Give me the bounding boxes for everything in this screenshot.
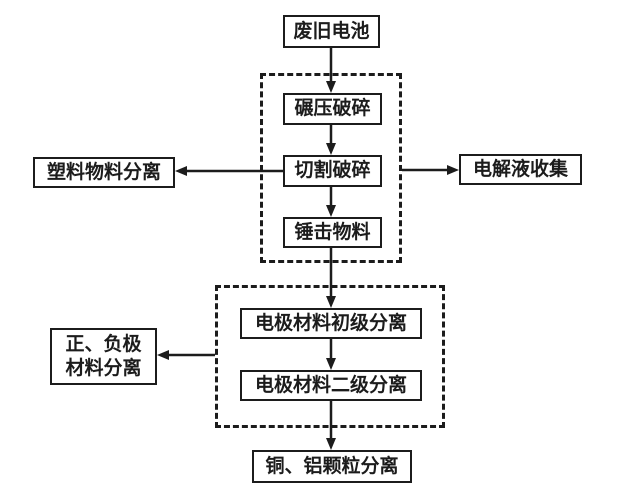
arrow-waste-to-roll (326, 48, 336, 93)
node-electrode-primary-separation: 电极材料初级分离 (240, 308, 422, 339)
arrow-primary-to-secondary (326, 339, 336, 370)
node-pos-neg-line2: 材料分离 (65, 357, 142, 379)
node-electrode-secondary-separation: 电极材料二级分离 (240, 370, 422, 401)
node-electrolyte-collection: 电解液收集 (459, 154, 582, 185)
arrow-secondary-to-cual (326, 401, 336, 450)
node-cut-crushing: 切割破碎 (283, 155, 382, 187)
arrow-cut-to-hammer (326, 187, 336, 217)
arrow-group-to-electrolyte (402, 165, 459, 175)
node-hammer-material: 锤击物料 (283, 217, 382, 248)
node-roll-crushing: 碾压破碎 (283, 93, 382, 125)
arrow-group-to-posneg (157, 350, 215, 360)
node-pos-neg-material-separation: 正、负极 材料分离 (50, 328, 157, 385)
node-plastic-material-separation: 塑料物料分离 (33, 157, 175, 188)
arrow-hammer-to-primary (326, 248, 336, 308)
arrow-roll-to-cut (326, 125, 336, 155)
arrow-cut-to-plastic (175, 166, 283, 176)
node-cu-al-particle-separation: 铜、铝颗粒分离 (252, 450, 412, 483)
node-pos-neg-line1: 正、负极 (65, 333, 142, 355)
node-waste-battery: 废旧电池 (283, 15, 380, 48)
